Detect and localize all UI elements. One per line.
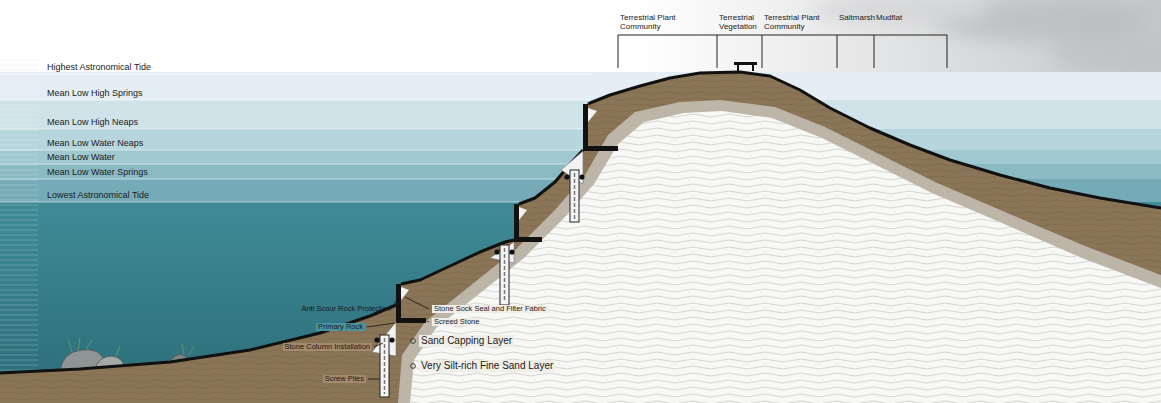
scale-tick [0, 300, 38, 301]
scale-tick [0, 260, 38, 261]
scale-tick [0, 85, 38, 86]
scale-tick [0, 270, 38, 271]
scale-tick [0, 295, 38, 296]
callout-label: Stone Column Installation [283, 343, 372, 352]
scale-tick [0, 175, 38, 176]
scale-tick [0, 250, 38, 251]
tidal-bands [0, 72, 1161, 403]
tide-level-label: Lowest Astronomical Tide [47, 190, 149, 200]
scale-tick [0, 185, 38, 186]
scale-tick [0, 350, 38, 351]
scale-tick [0, 70, 38, 71]
scale-tick [0, 240, 38, 241]
scale-tick [0, 255, 38, 256]
scale-tick [0, 325, 38, 326]
tide-level-label: Mean Low Water [47, 152, 115, 162]
habitat-zone-label: Terrestrial Plant Community [764, 13, 836, 31]
callout-label: Screw Piles [323, 375, 366, 384]
tide-level-label: Mean Low Water Springs [47, 167, 148, 177]
clouds [810, 0, 1161, 73]
scale-tick [0, 180, 38, 181]
scale-tick [0, 120, 38, 121]
callout-label: Anti Scour Rock Protection [301, 305, 391, 314]
scale-tick [0, 170, 38, 171]
scale-tick [0, 90, 38, 91]
scale-tick [0, 215, 38, 216]
habitat-zone-label: Terrestrial Vegetation [719, 13, 761, 31]
bench-icon [734, 62, 757, 71]
scale-tick [0, 330, 38, 331]
scale-tick [0, 65, 38, 66]
habitat-bracket [618, 35, 947, 68]
scale-tick [0, 165, 38, 166]
scale-tick [0, 265, 38, 266]
scale-tick [0, 60, 38, 61]
soil-layer [0, 72, 1161, 403]
callout-label: Screed Stone [432, 318, 481, 327]
scale-tick [0, 235, 38, 236]
tide-level-lines [0, 74, 590, 202]
callout-label: Primary Rock [316, 323, 365, 332]
tide-level-label: Mean Low High Springs [47, 88, 143, 98]
tide-level-label: Highest Astronomical Tide [47, 62, 151, 72]
tide-level-label: Mean Low Water Neaps [47, 138, 143, 148]
level-scale [0, 60, 38, 370]
scale-tick [0, 340, 38, 341]
scale-tick [0, 160, 38, 161]
scale-tick [0, 315, 38, 316]
scale-tick [0, 145, 38, 146]
layer-label: Sand Capping Layer [419, 335, 514, 347]
scale-tick [0, 285, 38, 286]
scale-tick [0, 80, 38, 81]
scale-tick [0, 280, 38, 281]
scale-tick [0, 245, 38, 246]
scale-tick [0, 105, 38, 106]
scale-tick [0, 335, 38, 336]
scale-tick [0, 195, 38, 196]
scale-tick [0, 115, 38, 116]
tide-level-label: Mean Low High Neaps [47, 117, 138, 127]
scale-tick [0, 225, 38, 226]
scale-tick [0, 365, 38, 366]
scale-tick [0, 190, 38, 191]
scale-tick [0, 135, 38, 136]
scale-tick [0, 140, 38, 141]
ground-outline [0, 72, 1161, 373]
sand-core [410, 111, 1161, 403]
scale-tick [0, 155, 38, 156]
habitat-zone-label: Mudflat [876, 13, 902, 22]
retaining-walls [372, 104, 618, 397]
habitat-zone-label: Terrestrial Plant Community [620, 13, 692, 31]
layer-label: Very Silt-rich Fine Sand Layer [419, 360, 555, 372]
habitat-zone-label: Saltmarsh [839, 13, 875, 22]
scale-tick [0, 110, 38, 111]
scale-tick [0, 305, 38, 306]
layer-markers [411, 339, 416, 369]
scale-tick [0, 125, 38, 126]
scale-tick [0, 320, 38, 321]
scale-tick [0, 360, 38, 361]
scale-tick [0, 200, 38, 201]
scale-tick [0, 275, 38, 276]
scale-tick [0, 290, 38, 291]
scale-tick [0, 95, 38, 96]
scale-tick [0, 210, 38, 211]
scale-tick [0, 205, 38, 206]
scale-tick [0, 230, 38, 231]
scale-tick [0, 220, 38, 221]
callout-label: Stone Sock Seal and Filter Fabric [432, 305, 548, 314]
scale-tick [0, 310, 38, 311]
scale-tick [0, 355, 38, 356]
scale-tick [0, 130, 38, 131]
transition-layer [398, 100, 1161, 403]
scale-tick [0, 75, 38, 76]
scale-tick [0, 345, 38, 346]
